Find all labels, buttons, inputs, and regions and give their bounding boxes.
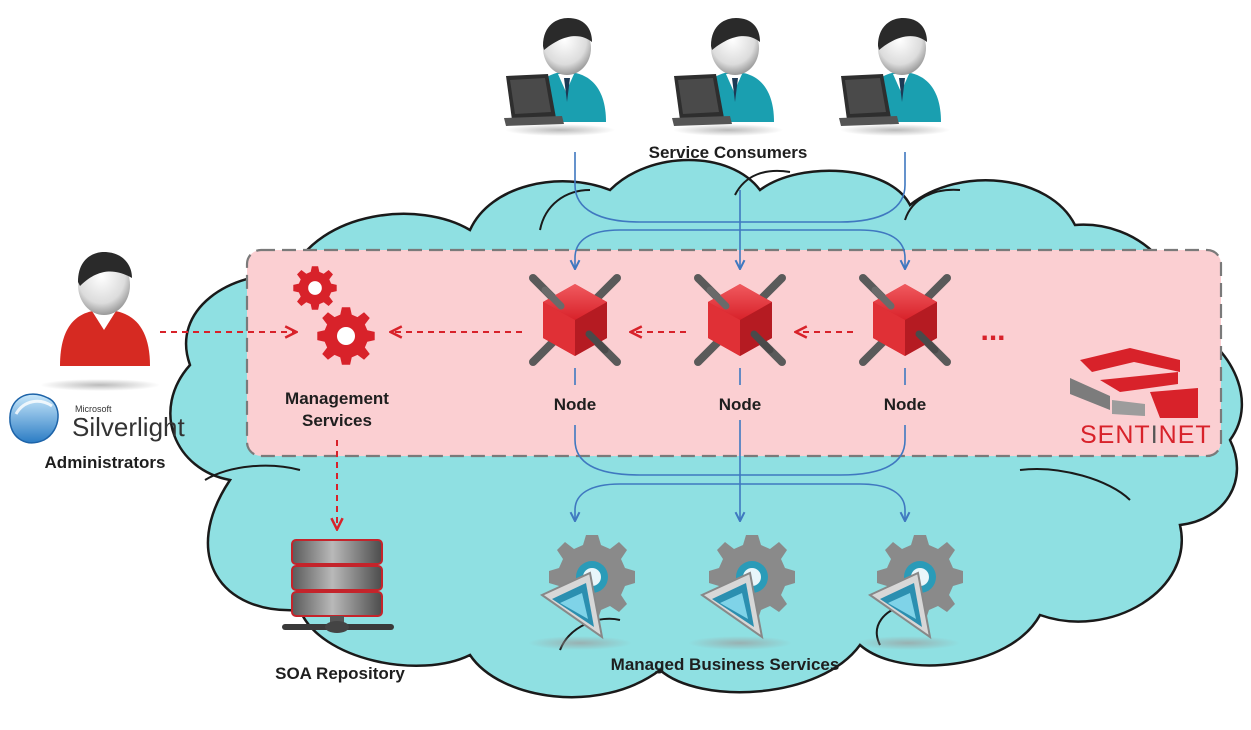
- service-consumers: Service Consumers: [504, 18, 950, 162]
- sentinet-zone: [245, 248, 1223, 458]
- user-laptop-icon: [839, 18, 950, 136]
- sentinet-wordmark: SENTINET: [1080, 421, 1212, 449]
- sentinet-wordmark-part3: NET: [1159, 421, 1212, 449]
- sentinet-wordmark-part2: I: [1151, 421, 1159, 449]
- node-3: Node: [863, 278, 947, 414]
- administrator-shadow: [40, 379, 160, 391]
- administrator: Microsoft Silverlight Administrators: [9, 252, 185, 472]
- node-2: Node: [698, 278, 782, 414]
- sentinet-wordmark-part1: SENT: [1080, 421, 1151, 449]
- user-laptop-icon: [504, 18, 615, 136]
- node-label: Node: [719, 395, 762, 414]
- administrator-icon: [60, 252, 150, 366]
- managed-business-services-label: Managed Business Services: [611, 655, 840, 674]
- soa-repository-label: SOA Repository: [275, 664, 405, 683]
- more-nodes-ellipsis: ...: [980, 314, 1005, 347]
- soa-repository: SOA Repository: [275, 539, 405, 683]
- service-consumers-label: Service Consumers: [649, 143, 808, 162]
- silverlight-logo: Microsoft Silverlight: [9, 393, 185, 444]
- node-to-service-arrows: [575, 420, 905, 520]
- node-1: Node: [533, 278, 617, 414]
- management-services-label-line2: Services: [302, 411, 372, 430]
- consumer-to-node-arrows: [575, 152, 905, 385]
- hexagon-node-icon: [698, 278, 782, 362]
- administrators-label: Administrators: [45, 453, 166, 472]
- silverlight-wordmark: Silverlight: [72, 412, 185, 442]
- managed-business-services: Managed Business Services: [527, 534, 964, 674]
- management-services: Management Services: [285, 266, 389, 430]
- microsoft-wordmark: Microsoft: [75, 404, 112, 414]
- database-server-icon: [282, 539, 394, 633]
- hexagon-node-icon: [863, 278, 947, 362]
- sentinet-logo: SENTINET: [1070, 348, 1212, 449]
- management-arrows: [160, 332, 853, 528]
- management-services-label-line1: Management: [285, 389, 389, 408]
- user-laptop-icon: [672, 18, 783, 136]
- node-label: Node: [554, 395, 597, 414]
- hexagon-node-icon: [533, 278, 617, 362]
- node-label: Node: [884, 395, 927, 414]
